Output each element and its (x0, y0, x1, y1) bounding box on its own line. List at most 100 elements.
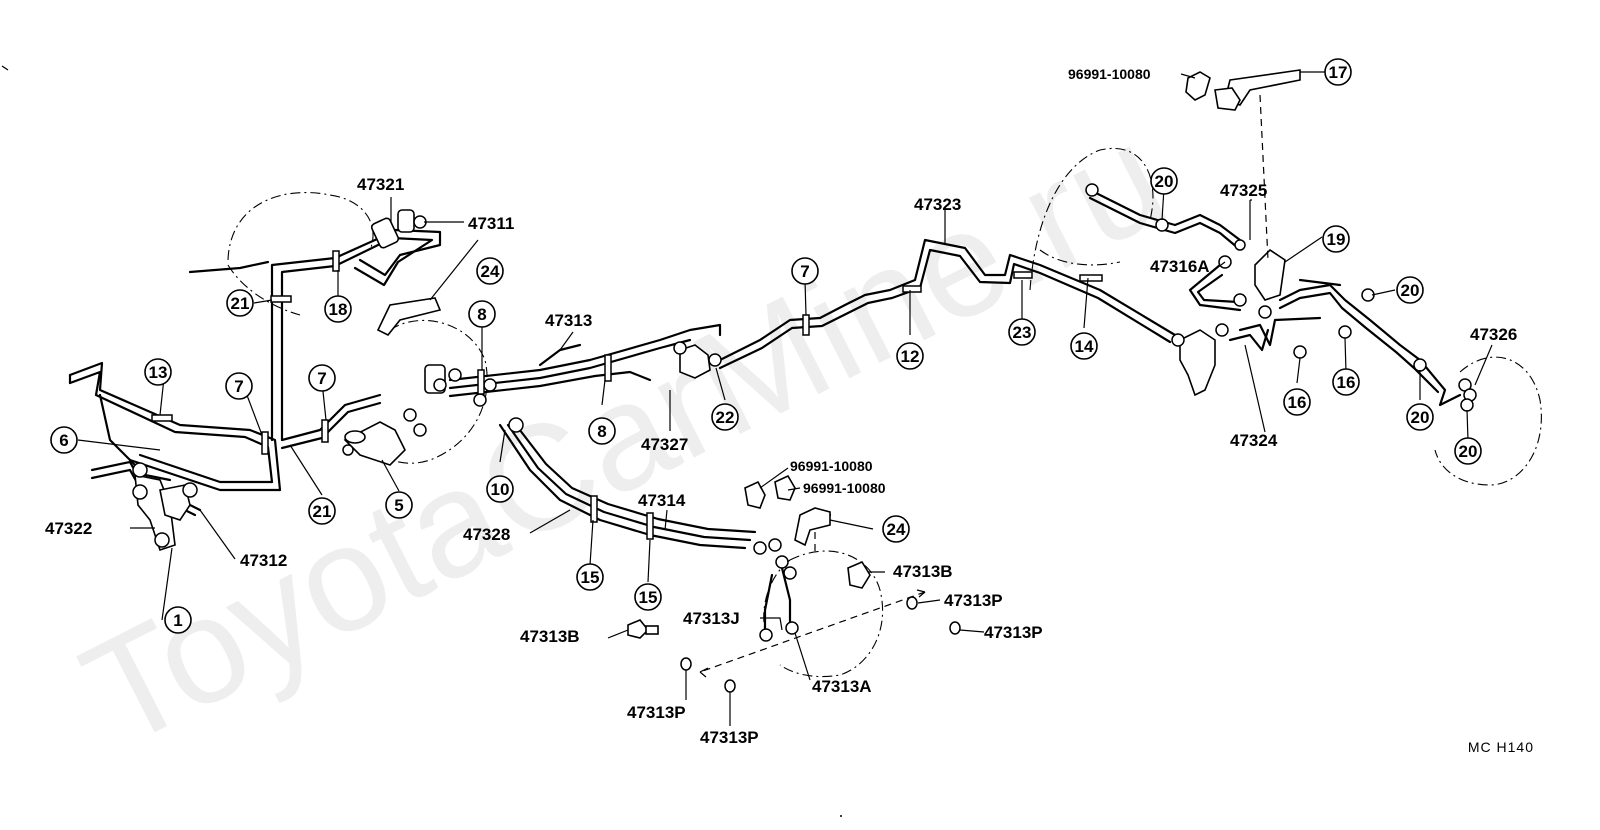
label-96991-mid1: 96991-10080 (790, 458, 873, 474)
svg-text:16: 16 (1337, 373, 1356, 392)
svg-text:15: 15 (581, 568, 600, 587)
label-47313J: 47313J (683, 609, 740, 628)
label-47323: 47323 (914, 195, 961, 214)
bracket-19 (1254, 248, 1286, 301)
label-47311: 47311 (468, 214, 514, 233)
callout-18: 18 (324, 295, 352, 323)
svg-text:21: 21 (313, 502, 332, 521)
svg-text:13: 13 (149, 363, 168, 382)
clip-top (1185, 71, 1211, 101)
bracket-24-top (376, 297, 442, 337)
callout-20-c: 20 (1406, 403, 1434, 431)
label-47325: 47325 (1220, 181, 1267, 200)
callout-24-b: 24 (882, 515, 910, 543)
svg-text:20: 20 (1401, 281, 1420, 300)
callout-15-b: 15 (634, 583, 662, 611)
svg-text:19: 19 (1327, 230, 1346, 249)
callout-10: 10 (486, 475, 514, 503)
svg-text:5: 5 (394, 496, 403, 515)
label-47313B-lower: 47313B (520, 627, 580, 646)
corner-mark (1, 65, 9, 71)
svg-text:24: 24 (887, 520, 906, 539)
svg-text:6: 6 (59, 431, 68, 450)
svg-text:8: 8 (477, 305, 486, 324)
callout-16-b: 16 (1332, 368, 1360, 396)
callout-12: 12 (896, 342, 924, 370)
part-number-labels: 47321 47311 47313 47323 47325 47316A 473… (45, 66, 1517, 747)
callout-5: 5 (385, 491, 413, 519)
label-47326: 47326 (1470, 325, 1517, 344)
callout-8-b: 8 (588, 417, 616, 445)
bolt-47313B (627, 619, 650, 639)
label-47312: 47312 (240, 551, 287, 570)
valve-47324 (1179, 329, 1216, 397)
block-47313B (847, 560, 871, 589)
callout-15-a: 15 (576, 563, 604, 591)
svg-text:17: 17 (1329, 63, 1348, 82)
callout-1: 1 (164, 606, 192, 634)
svg-text:18: 18 (329, 300, 348, 319)
label-47313B-upper: 47313B (893, 562, 953, 581)
label-47313P-3: 47313P (627, 703, 686, 722)
label-47313P-4: 47313P (700, 728, 759, 747)
callout-16-a: 16 (1283, 388, 1311, 416)
callout-7-b: 7 (308, 364, 336, 392)
callout-20-a: 20 (1150, 167, 1178, 195)
callout-7-a: 7 (225, 372, 253, 400)
callout-numbers: 1 5 6 7 7 7 8 8 10 12 13 14 15 15 16 16 … (50, 58, 1482, 634)
washer-1 (906, 596, 918, 610)
callout-17: 17 (1324, 58, 1352, 86)
callout-7-c: 7 (791, 257, 819, 285)
svg-text:7: 7 (234, 377, 243, 396)
label-47322: 47322 (45, 519, 92, 538)
svg-text:7: 7 (800, 262, 809, 281)
label-47313A: 47313A (812, 677, 872, 696)
stray-dot (840, 815, 842, 817)
bracket-24-low (794, 507, 831, 547)
svg-text:8: 8 (597, 422, 606, 441)
label-47324: 47324 (1230, 431, 1278, 450)
washer-4 (724, 679, 736, 693)
svg-text:15: 15 (639, 588, 658, 607)
svg-text:21: 21 (231, 294, 250, 313)
callout-8-a: 8 (468, 300, 496, 328)
callout-13: 13 (144, 358, 172, 386)
label-47313P-2: 47313P (984, 623, 1043, 642)
svg-text:20: 20 (1459, 442, 1478, 461)
callout-14: 14 (1070, 332, 1098, 360)
callout-21-a: 21 (226, 289, 254, 317)
svg-text:14: 14 (1075, 337, 1094, 356)
label-96991-top: 96991-10080 (1068, 66, 1151, 82)
label-96991-mid2: 96991-10080 (803, 480, 886, 496)
label-47321: 47321 (357, 175, 404, 194)
callout-23: 23 (1008, 318, 1036, 346)
label-47328: 47328 (463, 525, 510, 544)
callout-20-b: 20 (1396, 276, 1424, 304)
leader-lines (77, 71, 1493, 726)
callout-6: 6 (50, 426, 78, 454)
clip-mid-1 (744, 480, 766, 509)
callout-21-b: 21 (308, 497, 336, 525)
callout-24-a: 24 (476, 257, 504, 285)
svg-text:12: 12 (901, 347, 920, 366)
assembly-lines (699, 94, 1269, 678)
svg-text:23: 23 (1013, 323, 1032, 342)
diagram-code: MC H140 (1467, 739, 1534, 755)
label-47327: 47327 (641, 435, 688, 454)
junction-22 (679, 344, 711, 379)
svg-text:10: 10 (491, 480, 510, 499)
svg-text:22: 22 (716, 408, 735, 427)
svg-text:7: 7 (317, 369, 326, 388)
svg-text:16: 16 (1288, 393, 1307, 412)
svg-text:20: 20 (1411, 408, 1430, 427)
label-47314: 47314 (638, 491, 686, 510)
callout-20-d: 20 (1454, 437, 1482, 465)
clip-mid-2 (774, 474, 796, 501)
washer-2 (949, 621, 961, 635)
callout-22: 22 (711, 403, 739, 431)
label-47316A: 47316A (1150, 257, 1210, 276)
callout-19: 19 (1322, 225, 1350, 253)
label-47313: 47313 (545, 311, 592, 330)
svg-text:24: 24 (481, 262, 500, 281)
